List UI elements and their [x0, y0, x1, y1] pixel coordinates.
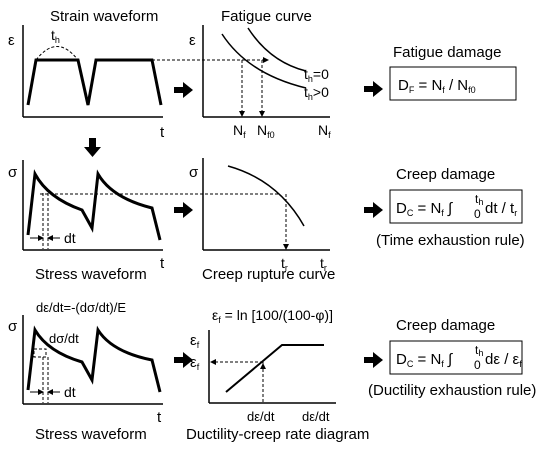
- fatigue-y-label: ε: [189, 32, 196, 49]
- creep-rupture-title: Creep rupture curve: [202, 266, 335, 283]
- stress-waveform-panel-1: σ t dt Stress waveform: [8, 160, 280, 283]
- strain-time-label: t: [160, 124, 165, 141]
- curve-th-zero-label: th=0: [304, 66, 329, 84]
- creep-rupture-panel: σ tr tr Creep rupture curve: [189, 158, 335, 283]
- dt-label: dt: [64, 230, 76, 246]
- strain-rate-equation: dε/dt=-(dσ/dt)/E: [36, 300, 126, 315]
- slope-triangle-box: [33, 348, 47, 358]
- creep-damage-frame-ductility: [389, 340, 523, 375]
- strain-rate-tick-label: dε/dt: [247, 409, 275, 424]
- fatigue-damage-frame: [389, 66, 517, 101]
- stress-time-label: t: [160, 255, 165, 272]
- eps-f-tick-label: εf: [190, 354, 200, 372]
- stress-waveform-title: Stress waveform: [35, 426, 147, 443]
- creep-rupture-curve: [227, 165, 305, 227]
- integral-upper-limit-ductility: th: [475, 343, 483, 358]
- time-exhaustion-rule: (Time exhaustion rule): [376, 232, 525, 249]
- creep-damage-box-ductility: Creep damage DC = Nf ∫ th 0 dε / εf (Duc…: [368, 317, 536, 399]
- stress-time-label: t: [157, 409, 162, 426]
- fatigue-damage-box: Fatigue damage DF = Nf / Nf0: [389, 44, 517, 101]
- arrow-right-icon: [174, 82, 193, 98]
- dsigma-dt-label: dσ/dt: [49, 331, 79, 346]
- nf-axis-label: Nf: [318, 122, 331, 140]
- creep-damage-integrand-time: dt / tr: [485, 200, 517, 218]
- stress-axis-label: σ: [8, 318, 18, 335]
- hold-time-label: th: [51, 27, 60, 45]
- strain-waveform-title: Strain waveform: [50, 8, 158, 25]
- creep-damage-title-time: Creep damage: [396, 166, 495, 183]
- creep-damage-integrand-ductility: dε / εf: [485, 351, 522, 369]
- fatigue-damage-title: Fatigue damage: [393, 44, 501, 61]
- strain-axis-label: ε: [8, 32, 15, 49]
- ductility-diagram-title: Ductility-creep rate diagram: [186, 426, 369, 443]
- strain-rate-axis-label: dε/dt: [302, 409, 330, 424]
- creep-damage-box-time: Creep damage DC = Nf ∫ th 0 dt / tr (Tim…: [376, 166, 525, 249]
- strain-waveform-panel: Strain waveform ε t th: [8, 8, 269, 141]
- ductility-equation: εf = ln [100/(100-φ)]: [212, 307, 333, 325]
- stress-waveform-line: [26, 169, 162, 241]
- integral-lower-limit-ductility: 0: [474, 358, 481, 372]
- creep-damage-equation-ductility: DC = Nf ∫: [396, 351, 454, 369]
- curve-th-positive-label: th>0: [304, 84, 329, 102]
- ductility-exhaustion-rule: (Ductility exhaustion rule): [368, 382, 536, 399]
- ductility-creep-rate-line: [225, 344, 324, 393]
- stress-waveform-panel-2: dε/dt=-(dσ/dt)/E σ t dσ/dt dt Stress wav…: [8, 300, 163, 443]
- arrow-right-icon: [364, 202, 383, 218]
- arrow-right-icon: [174, 202, 193, 218]
- arrow-right-icon: [364, 81, 383, 97]
- ductility-y-label: εf: [190, 332, 200, 350]
- stress-axis-label: σ: [8, 164, 18, 181]
- fatigue-curve-th-zero: [247, 27, 307, 72]
- hold-time-arc: [35, 46, 79, 61]
- fatigue-curve-th-positive: [221, 33, 307, 89]
- strain-waveform-line: [26, 58, 163, 106]
- arrow-down-icon: [84, 138, 101, 157]
- dt-label: dt: [64, 384, 76, 400]
- creep-damage-frame-time: [389, 189, 523, 224]
- tr-axis-label: tr: [320, 255, 327, 273]
- nf0-tick-label: Nf0: [257, 122, 275, 140]
- creep-damage-title-ductility: Creep damage: [396, 317, 495, 334]
- nf-tick-label: Nf: [233, 122, 246, 140]
- arrow-right-icon: [174, 352, 193, 368]
- stress-waveform-line: [26, 325, 162, 393]
- stress-waveform-title: Stress waveform: [35, 266, 147, 283]
- creep-damage-equation-time: DC = Nf ∫: [396, 200, 454, 218]
- arrow-right-icon: [364, 352, 383, 368]
- integral-upper-limit-time: th: [475, 192, 483, 207]
- rupture-y-label: σ: [189, 164, 199, 181]
- fatigue-damage-equation: DF = Nf / Nf0: [398, 77, 476, 95]
- fatigue-curve-panel: Fatigue curve ε th=0 th>0 Nf Nf0 Nf: [189, 8, 331, 140]
- fatigue-curve-title: Fatigue curve: [221, 8, 312, 25]
- tr-tick-label: tr: [281, 255, 288, 273]
- integral-lower-limit-time: 0: [474, 207, 481, 221]
- ductility-creep-rate-panel: εf = ln [100/(100-φ)] εf εf dε/dt dε/dt …: [186, 307, 369, 443]
